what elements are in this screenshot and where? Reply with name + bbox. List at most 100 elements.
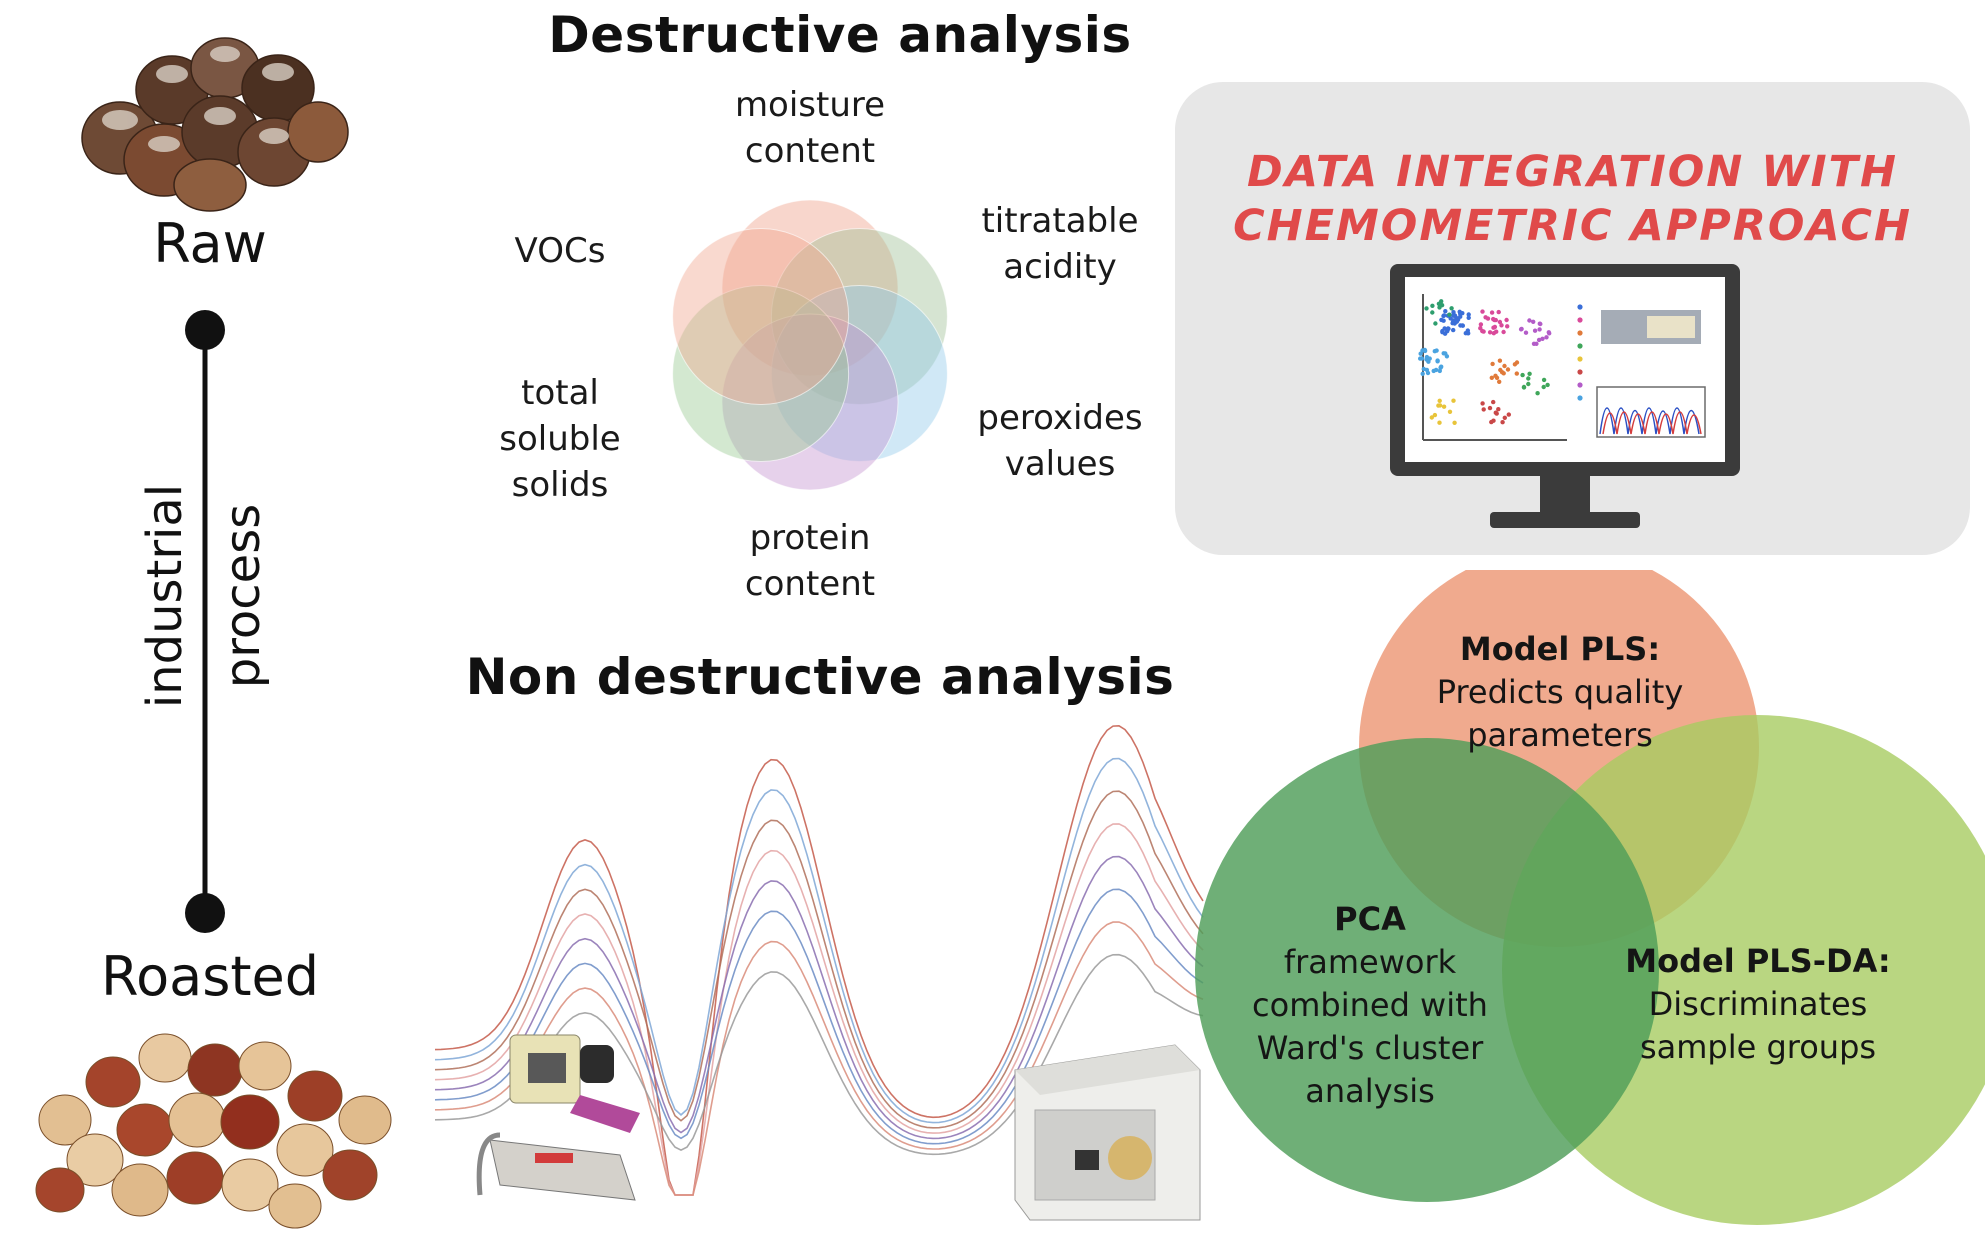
process-timeline — [185, 310, 225, 933]
scatter-dot — [1447, 409, 1453, 414]
raw-label: Raw — [153, 212, 267, 275]
destructive-flower-venn — [672, 199, 948, 491]
scatter-dot — [1451, 318, 1456, 323]
model-pls-text: Model PLS: Predicts quality parameters — [1410, 628, 1710, 757]
scatter-dot — [1465, 328, 1470, 333]
industrial-label: industrial — [137, 483, 193, 709]
scatter-dot — [1523, 330, 1529, 335]
scatter-dot — [1440, 330, 1445, 335]
scatter-dot — [1487, 405, 1493, 411]
scatter-dot — [1521, 384, 1527, 390]
legend-dot — [1577, 317, 1583, 323]
scatter-dot — [1493, 410, 1498, 415]
scatter-dot — [1531, 341, 1537, 346]
scatter-dot — [1541, 384, 1546, 390]
scatter-dot — [1493, 317, 1498, 323]
scatter-dot — [1501, 371, 1506, 376]
scatter-dot — [1480, 309, 1485, 314]
scatter-dot — [1437, 368, 1442, 374]
scatter-dot — [1526, 376, 1531, 381]
pca-circle — [1195, 738, 1659, 1202]
scatter-dot — [1447, 312, 1452, 317]
scatter-dot — [1430, 310, 1435, 315]
scatter-dot — [1449, 306, 1454, 311]
monitor-icon — [1390, 264, 1740, 528]
petal-peroxides — [770, 285, 948, 462]
scatter-dot — [1494, 375, 1500, 380]
scatter-dot — [1443, 309, 1448, 314]
timeline-end-dot — [185, 893, 225, 933]
petal-solids — [672, 285, 850, 462]
legend-dot — [1577, 395, 1583, 401]
scatter-dot — [1426, 359, 1431, 364]
roasted-label: Roasted — [100, 945, 320, 1008]
scatter-dot — [1491, 399, 1496, 405]
scatter-dot — [1491, 418, 1496, 423]
param-titratable-acidity: titratable acidity — [981, 201, 1139, 287]
spectrum-line — [435, 823, 1204, 1196]
scatter-dot — [1466, 315, 1471, 320]
scatter-dot — [1422, 347, 1428, 353]
param-vocs: VOCs — [514, 231, 606, 271]
scatter-dot — [1466, 312, 1471, 317]
param-moisture: moisture content — [734, 85, 886, 171]
handheld-nir-device-image — [476, 1034, 640, 1201]
scatter-dot — [1460, 311, 1465, 316]
scatter-dot — [1451, 310, 1456, 315]
scatter-dot — [1455, 317, 1461, 322]
scatter-dot — [1451, 327, 1456, 333]
param-total-soluble-solids: total soluble solids — [499, 373, 621, 505]
scatter-dot — [1518, 327, 1524, 332]
scatter-dot — [1424, 354, 1430, 360]
spectrum-line — [435, 724, 1204, 1196]
scatter-dot — [1424, 306, 1429, 311]
scatter-dot — [1480, 401, 1485, 406]
spectra-plot — [435, 724, 1204, 1196]
legend-dot — [1577, 330, 1583, 336]
non-destructive-analysis-title: Non destructive analysis — [465, 648, 1175, 706]
timeline-start-dot — [185, 310, 225, 350]
scatter-dot — [1497, 358, 1503, 363]
legend-dot — [1577, 343, 1583, 349]
scatter-dot — [1451, 398, 1456, 403]
scatter-dot — [1490, 361, 1495, 367]
scatter-dot — [1478, 322, 1484, 327]
scatter-dot — [1514, 360, 1520, 365]
benchtop-instrument-image — [1014, 1044, 1201, 1221]
scatter-dot — [1538, 321, 1543, 327]
scatter-dot — [1544, 335, 1549, 340]
scatter-dot — [1418, 351, 1423, 356]
scatter-dot — [1536, 337, 1542, 343]
scatter-dot — [1502, 363, 1507, 369]
scatter-dot — [1432, 349, 1437, 354]
scatter-dot — [1439, 364, 1444, 369]
param-protein: protein content — [744, 518, 876, 604]
scatter-dot — [1437, 398, 1442, 403]
scatter-dot — [1506, 412, 1511, 417]
scatter-dot — [1514, 371, 1519, 376]
scatter-dot — [1420, 371, 1425, 376]
model-plsda-name: Model PLS-DA: — [1625, 942, 1891, 980]
scatter-dot — [1497, 379, 1502, 384]
scatter-dot — [1439, 317, 1444, 323]
scatter-dot — [1424, 367, 1430, 373]
scatter-dot — [1439, 303, 1445, 308]
scatter-dot — [1526, 381, 1531, 387]
scatter-dot — [1445, 326, 1451, 331]
scatter-dot — [1531, 319, 1536, 324]
scatter-dot — [1487, 330, 1493, 335]
scatter-dot — [1433, 367, 1439, 373]
scatter-dot — [1540, 336, 1545, 341]
scatter-dot — [1505, 324, 1510, 329]
spectrum-line — [435, 757, 1204, 1124]
scatter-dot — [1452, 420, 1457, 425]
legend-dot — [1577, 369, 1583, 375]
scatter-dot — [1437, 420, 1442, 425]
scatter-dot — [1435, 359, 1440, 364]
roasted-hazelnuts-image — [35, 1033, 392, 1229]
plsda-circle — [1502, 715, 1985, 1225]
scatter-dot — [1489, 375, 1494, 380]
scatter-dot — [1505, 367, 1511, 372]
legend-dot — [1577, 304, 1583, 310]
